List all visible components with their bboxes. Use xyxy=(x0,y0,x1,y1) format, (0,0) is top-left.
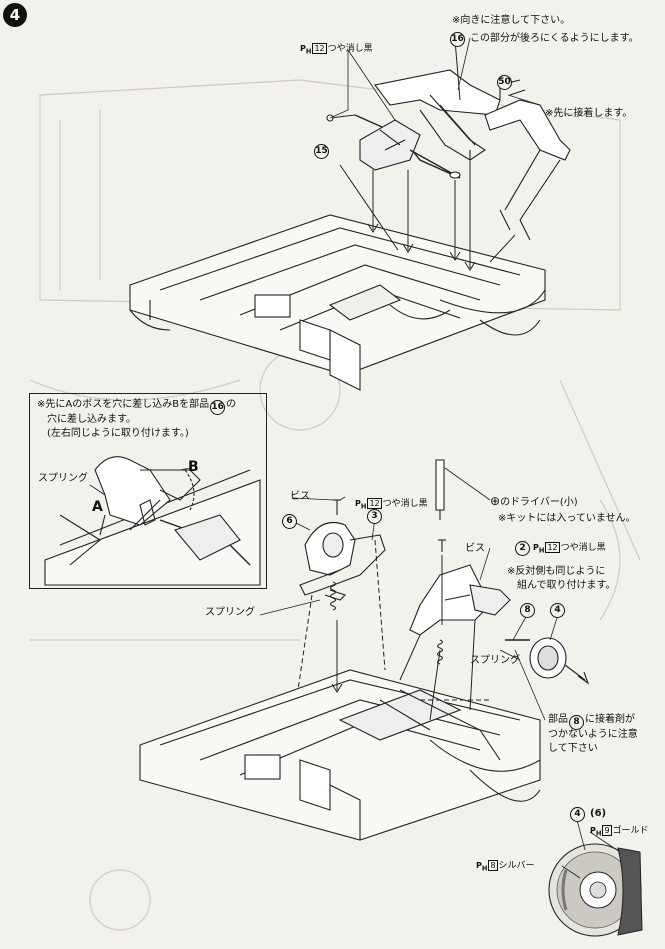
label-spring-right: スプリング xyxy=(470,655,520,666)
paint-code-number: 12 xyxy=(312,43,327,54)
inset-note-line3: (左右同じように取り付けます。) xyxy=(47,428,189,439)
inset-label-spring: スプリング xyxy=(38,473,88,484)
note-rear: この部分が後ろにくるようにします。 xyxy=(470,33,639,44)
paint-code-prefix: PH xyxy=(590,826,602,838)
part-number-4: 4 xyxy=(550,603,565,618)
inset-label-a: A xyxy=(92,499,103,515)
leader-lines xyxy=(89,37,621,879)
inset-label-b: B xyxy=(188,459,199,475)
paint-code-number: 9 xyxy=(602,825,612,836)
phillips-icon: ⊕ xyxy=(490,494,501,508)
part-number-8: 8 xyxy=(520,603,535,618)
inset-note-part: 16 xyxy=(210,400,226,415)
paint-name: つや消し黒 xyxy=(327,44,373,54)
inset-note-line2: 穴に差し込みます。 xyxy=(47,414,136,425)
disc-part-number-4: 4 xyxy=(570,807,585,822)
paint-name: ゴールド xyxy=(612,826,649,836)
inset-drawing xyxy=(44,456,261,586)
glue-part: 8 xyxy=(569,715,584,730)
faded-background xyxy=(29,79,641,931)
step-number-badge: 4 xyxy=(3,3,27,27)
paint-code-number: 8 xyxy=(488,860,498,871)
label-screw-right: ビス xyxy=(465,543,485,554)
label-spring-left: スプリング xyxy=(205,607,255,618)
paint-code-number: 12 xyxy=(367,498,382,509)
part-number-3: 3 xyxy=(367,509,382,524)
part-number-15: 15 xyxy=(314,144,329,159)
glue-line1-end: に接着剤が xyxy=(585,714,635,725)
label-screw-left: ビス xyxy=(290,491,310,502)
paint-name: つや消し黒 xyxy=(560,543,606,553)
kit-note: ※キットには入っていません。 xyxy=(498,513,636,524)
paint-name: シルバー xyxy=(498,861,535,871)
paint-code-number: 12 xyxy=(545,542,560,553)
note-glue-first: ※先に接着します。 xyxy=(545,108,633,119)
bottom-chassis xyxy=(139,669,541,841)
part-number-16: 16 xyxy=(450,32,465,47)
bottom-parts xyxy=(299,459,590,685)
paint-code-prefix: PH xyxy=(355,499,367,511)
paint-code-prefix: PH xyxy=(533,543,545,555)
paint-code-prefix: PH xyxy=(476,861,488,873)
driver-callout: ⊕のドライバー(小) xyxy=(490,495,578,509)
opposite-line2: 組んで取り付けます。 xyxy=(517,580,616,591)
top-chassis xyxy=(129,214,546,391)
glue-line2: つかないように注意 xyxy=(548,729,638,740)
top-arrows xyxy=(339,39,516,271)
part-number-2: 2 xyxy=(515,541,530,556)
part-number-6: 6 xyxy=(282,514,297,529)
inset-note-line1-text: ※先にAのボスを穴に差し込みBを部品 xyxy=(37,399,210,410)
opposite-side-note: ※反対側も同じように 組んで取り付けます。 xyxy=(507,565,616,593)
glue-line3: して下さい xyxy=(548,743,598,754)
inset-detail-box xyxy=(29,393,267,589)
top-parts xyxy=(326,69,571,241)
inset-note-line1-end: の xyxy=(226,399,237,410)
disc-part-number-6: (6) xyxy=(590,808,607,819)
bottom-dashed-guides xyxy=(297,539,490,721)
opposite-line1: ※反対側も同じように xyxy=(507,566,606,577)
brake-disc-illustration xyxy=(548,843,643,937)
paint-name: つや消し黒 xyxy=(382,499,428,509)
glue-line1-text: 部品 xyxy=(548,714,568,725)
note-direction: ※向きに注意して下さい。 xyxy=(452,15,571,26)
driver-text: のドライバー(小) xyxy=(500,497,578,508)
paint-code-prefix: PH xyxy=(300,44,312,56)
part-number-50: 50 xyxy=(497,75,512,90)
